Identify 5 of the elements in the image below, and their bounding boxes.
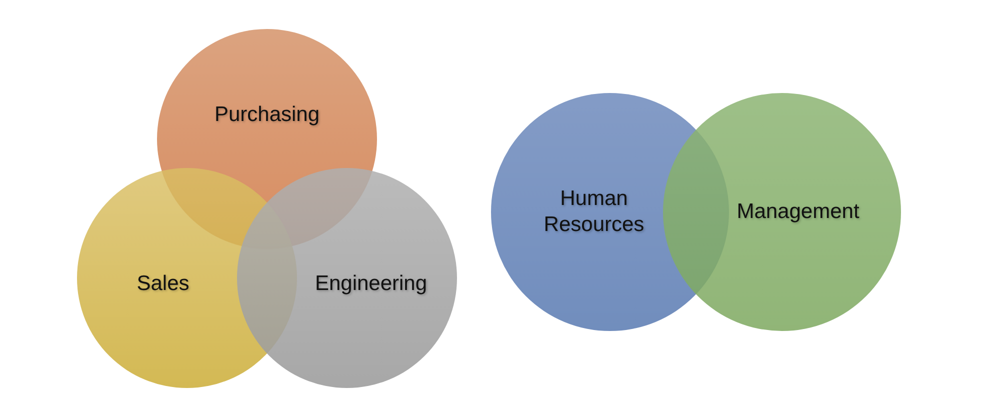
circle-label: Human Resources (542, 186, 646, 238)
circle-label: Management (736, 199, 860, 225)
circle-label: Sales (136, 271, 190, 297)
circle-label: Engineering (314, 271, 428, 297)
circle-label: Purchasing (213, 102, 321, 128)
